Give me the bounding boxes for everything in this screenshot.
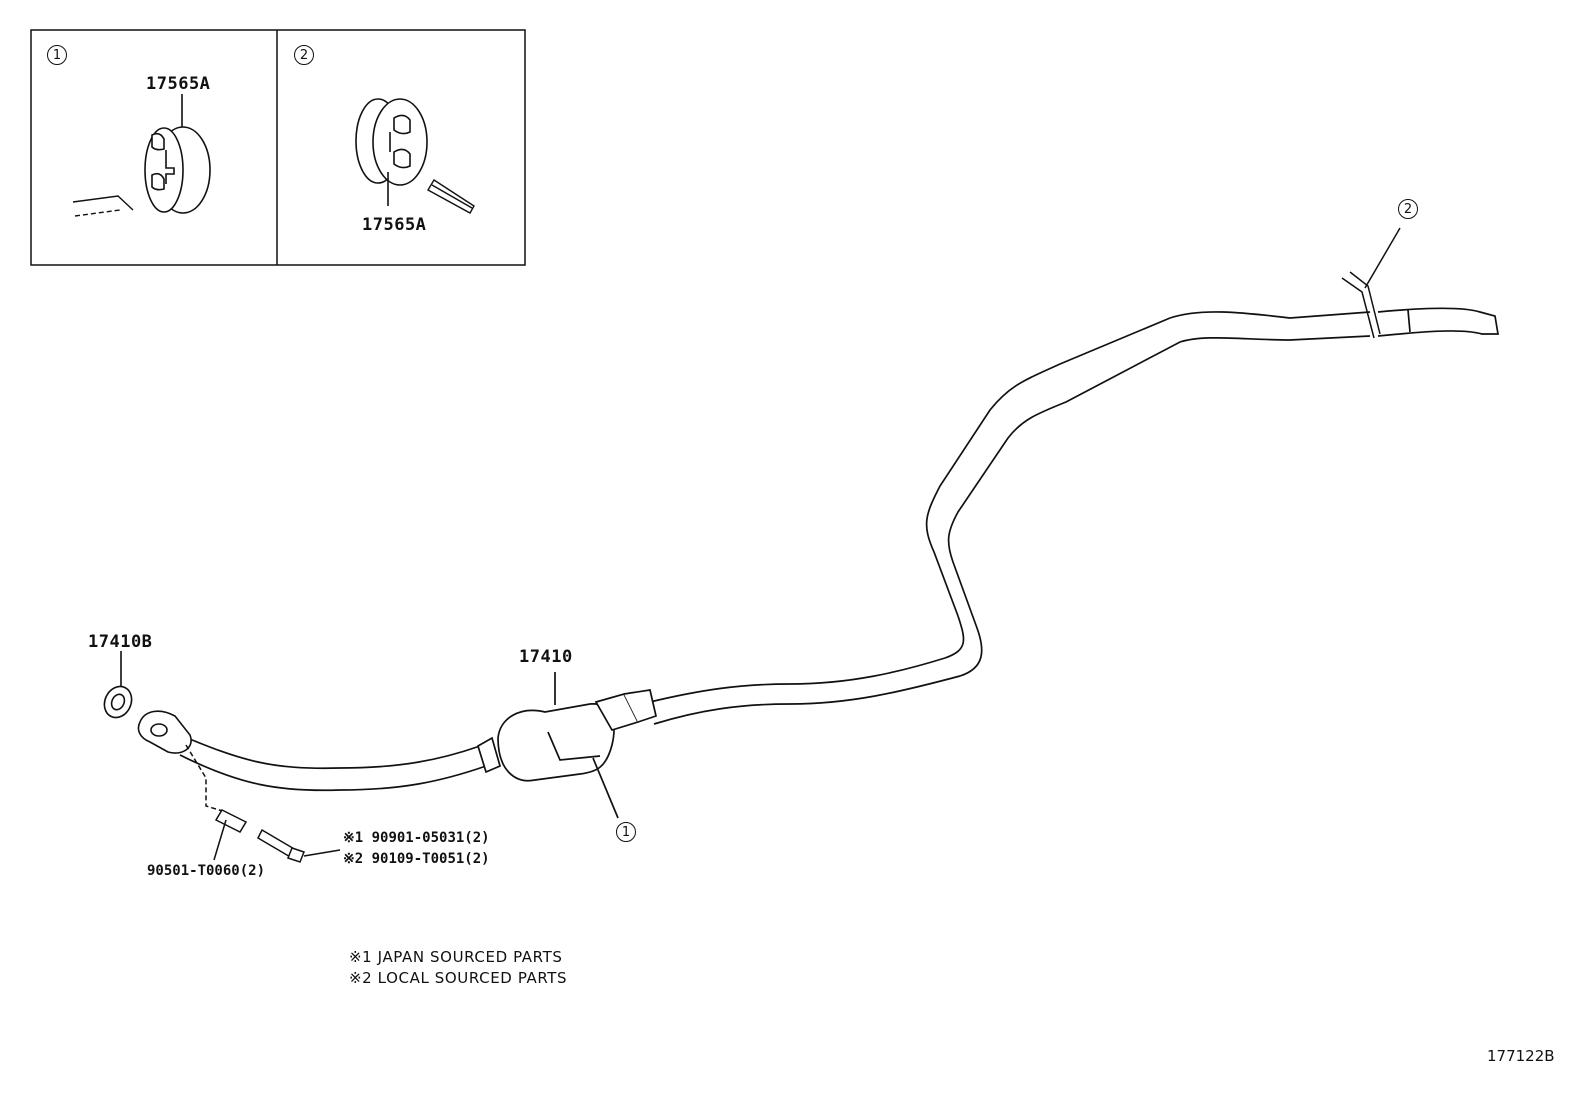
exhaust-pipe-part-label[interactable]: 17410	[519, 647, 573, 667]
stud-part-label[interactable]: 90501-T0060(2)	[147, 863, 266, 879]
bolt-japan-part-label[interactable]: ※1 90901-05031(2)	[343, 830, 490, 846]
inset-2-callout: 2	[294, 45, 314, 65]
front-hanger-callout[interactable]: 1	[616, 822, 636, 842]
front-flange	[103, 651, 192, 754]
catalytic-converter	[476, 672, 658, 819]
inset-1-bracket	[72, 195, 134, 217]
hanger-rubber-2-illustration	[355, 98, 428, 206]
inset-2-bracket	[427, 179, 475, 214]
bolt-local-part-label[interactable]: ※2 90109-T0051(2)	[343, 851, 490, 867]
inset-box	[30, 29, 526, 266]
rear-hanger-bracket	[1341, 227, 1401, 339]
inset-1-part-label[interactable]: 17565A	[146, 74, 211, 94]
stud-and-bolt	[185, 744, 341, 863]
exhaust-pipe-outline	[179, 307, 1500, 792]
rear-hanger-callout[interactable]: 2	[1398, 199, 1418, 219]
diagram-reference-number: 177122B	[1487, 1047, 1555, 1065]
note-local-sourced: ※2 LOCAL SOURCED PARTS	[349, 969, 568, 987]
inset-2-part-label[interactable]: 17565A	[362, 215, 427, 235]
note-japan-sourced: ※1 JAPAN SOURCED PARTS	[349, 948, 563, 966]
gasket-part-label[interactable]: 17410B	[88, 632, 153, 652]
hanger-rubber-1-illustration	[144, 94, 211, 214]
inset-1-callout: 1	[47, 45, 67, 65]
